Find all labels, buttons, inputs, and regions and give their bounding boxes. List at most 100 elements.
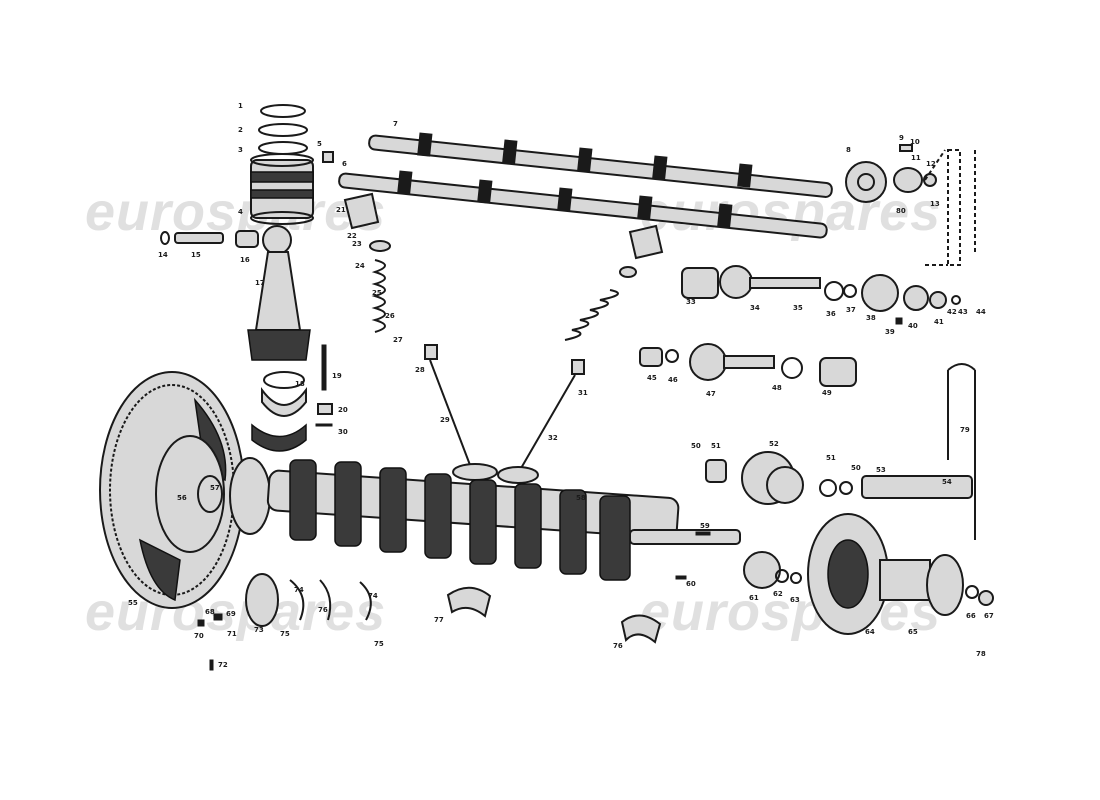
callout-48: 48 <box>772 384 782 392</box>
callout-77: 77 <box>434 616 444 624</box>
callout-59: 59 <box>700 522 710 530</box>
callout-43: 43 <box>958 308 968 316</box>
callout-75a: 75 <box>280 630 290 638</box>
flywheel <box>99 371 271 609</box>
callout-80: 80 <box>896 207 906 215</box>
callout-68: 68 <box>205 608 215 616</box>
callout-76a: 76 <box>318 606 328 614</box>
callout-47: 47 <box>706 390 716 398</box>
callout-39: 39 <box>885 328 895 336</box>
callout-63: 63 <box>790 596 800 604</box>
callout-71: 71 <box>227 630 237 638</box>
callout-27: 27 <box>393 336 403 344</box>
callout-13: 13 <box>930 200 940 208</box>
callout-24: 24 <box>355 262 365 270</box>
oil-pump-group <box>639 265 961 387</box>
callout-12: 12 <box>926 160 936 168</box>
connecting-rod-assembly <box>160 225 333 452</box>
callout-69: 69 <box>226 610 236 618</box>
callout-9: 9 <box>899 134 904 142</box>
main-bearings <box>197 573 662 671</box>
callout-labels: 1 2 3 4 5 6 7 8 9 10 11 12 13 14 15 16 1… <box>128 102 994 669</box>
callout-20: 20 <box>338 406 348 414</box>
callout-3: 3 <box>238 146 243 154</box>
callout-16: 16 <box>240 256 250 264</box>
callout-66: 66 <box>966 612 976 620</box>
callout-29: 29 <box>440 416 450 424</box>
piston-assembly <box>250 104 314 225</box>
callout-45: 45 <box>647 374 657 382</box>
callout-38: 38 <box>866 314 876 322</box>
callout-65: 65 <box>908 628 918 636</box>
callout-54: 54 <box>942 478 952 486</box>
valve-train-right <box>497 224 664 484</box>
callout-15: 15 <box>191 251 201 259</box>
callout-64: 64 <box>865 628 875 636</box>
callout-7: 7 <box>393 120 398 128</box>
callout-21: 21 <box>336 206 346 214</box>
callout-33: 33 <box>686 298 696 306</box>
callout-28: 28 <box>415 366 425 374</box>
callout-76b: 76 <box>613 642 623 650</box>
callout-61: 61 <box>749 594 759 602</box>
callout-74b: 74 <box>368 592 378 600</box>
callout-18: 18 <box>295 380 305 388</box>
callout-32: 32 <box>548 434 558 442</box>
callout-17: 17 <box>255 279 265 287</box>
callout-67: 67 <box>984 612 994 620</box>
callout-36: 36 <box>826 310 836 318</box>
callout-5: 5 <box>317 140 322 148</box>
callout-37: 37 <box>846 306 856 314</box>
callout-10: 10 <box>910 138 920 146</box>
callout-49: 49 <box>822 389 832 397</box>
callout-62: 62 <box>773 590 783 598</box>
callout-31: 31 <box>578 389 588 397</box>
callout-58: 58 <box>576 494 586 502</box>
callout-78: 78 <box>976 650 986 658</box>
callout-2: 2 <box>238 126 243 134</box>
callout-23: 23 <box>352 240 362 248</box>
callout-73: 73 <box>254 626 264 634</box>
callout-70: 70 <box>194 632 204 640</box>
callout-14: 14 <box>158 251 168 259</box>
callout-55: 55 <box>128 599 138 607</box>
callout-44: 44 <box>976 308 986 316</box>
callout-34: 34 <box>750 304 760 312</box>
callout-57: 57 <box>210 484 220 492</box>
callout-52: 52 <box>769 440 779 448</box>
camshafts <box>322 132 833 239</box>
callout-74a: 74 <box>294 586 304 594</box>
callout-51b: 51 <box>826 454 836 462</box>
front-end-group <box>705 363 994 635</box>
callout-25: 25 <box>372 289 382 297</box>
callout-50b: 50 <box>851 464 861 472</box>
crankshaft <box>266 459 741 581</box>
callout-79: 79 <box>960 426 970 434</box>
callout-35: 35 <box>793 304 803 312</box>
callout-22: 22 <box>347 232 357 240</box>
valve-train-left <box>343 192 498 481</box>
callout-19: 19 <box>332 372 342 380</box>
timing-gear-group <box>845 144 976 266</box>
callout-11: 11 <box>911 154 921 162</box>
callout-42: 42 <box>947 308 957 316</box>
watermark-top-left: eurospares <box>85 182 386 242</box>
callout-46: 46 <box>668 376 678 384</box>
callout-40: 40 <box>908 322 918 330</box>
callout-26: 26 <box>385 312 395 320</box>
callout-4: 4 <box>238 208 243 216</box>
callout-72: 72 <box>218 661 228 669</box>
callout-75b: 75 <box>374 640 384 648</box>
callout-60: 60 <box>686 580 696 588</box>
callout-1: 1 <box>238 102 243 110</box>
callout-30: 30 <box>338 428 348 436</box>
callout-53: 53 <box>876 466 886 474</box>
callout-51a: 51 <box>711 442 721 450</box>
callout-8: 8 <box>846 146 851 154</box>
callout-50a: 50 <box>691 442 701 450</box>
callout-6: 6 <box>342 160 347 168</box>
callout-41: 41 <box>934 318 944 326</box>
callout-56: 56 <box>177 494 187 502</box>
